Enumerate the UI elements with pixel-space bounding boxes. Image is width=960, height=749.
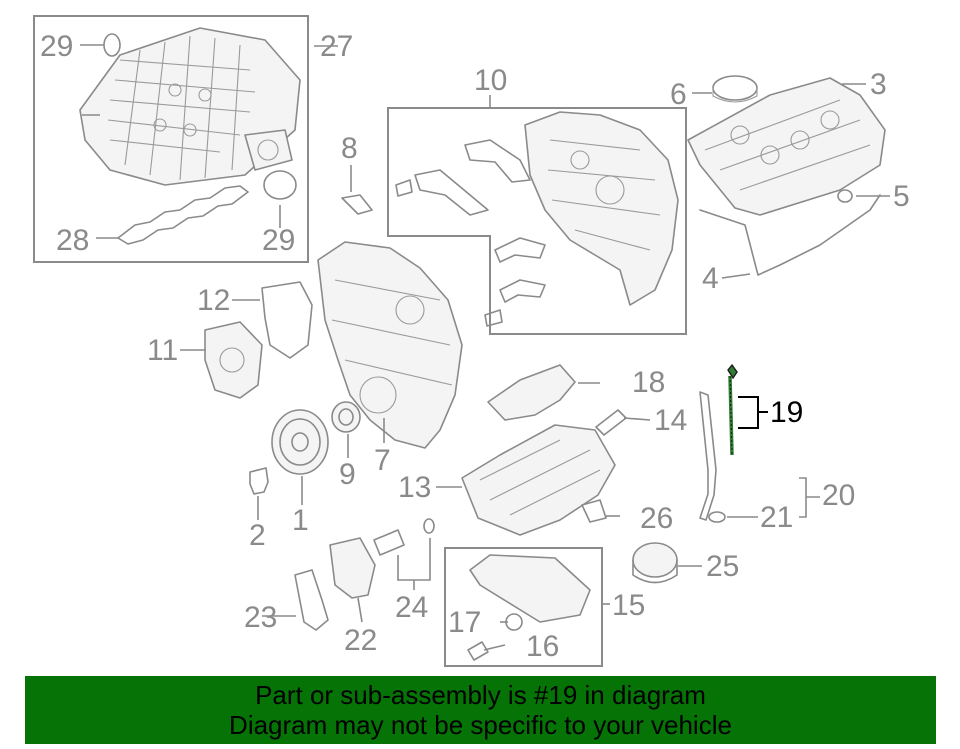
dipstick-guide [699, 391, 717, 521]
group-box-timing [387, 107, 687, 335]
callout-5: 5 [893, 180, 910, 213]
crankshaft-pulley [271, 409, 329, 475]
callout-29-top: 29 [40, 30, 73, 63]
callout-1: 1 [292, 504, 309, 537]
callout-23: 23 [244, 601, 277, 634]
callout-labels: 1 2 3 4 5 6 7 8 9 10 11 12 13 14 15 16 1… [40, 30, 910, 663]
callout-13: 13 [398, 471, 431, 504]
callout-20: 20 [822, 479, 855, 512]
leader-19 [738, 396, 768, 429]
pulley-bolt [249, 467, 269, 495]
callout-2: 2 [249, 519, 266, 552]
callout-7: 7 [374, 444, 391, 477]
oil-filter [632, 542, 678, 584]
oil-level-dipstick [727, 363, 738, 456]
callout-4: 4 [702, 262, 719, 295]
callout-27: 27 [320, 30, 353, 63]
callout-15: 15 [612, 589, 645, 622]
group-box-intake-manifold [33, 15, 309, 263]
dipstick-o-ring [708, 511, 726, 523]
callout-17: 17 [448, 606, 481, 639]
drain-plug [467, 641, 489, 661]
callout-12: 12 [197, 284, 230, 317]
front-cover [317, 241, 463, 449]
chain-guides [414, 139, 546, 303]
valve-cover-gasket [699, 194, 881, 276]
valve-cover [687, 77, 886, 216]
timing-chain-case [524, 111, 679, 306]
callout-28: 28 [56, 224, 89, 257]
callout-19: 19 [770, 396, 803, 429]
callout-10: 10 [474, 64, 507, 97]
callout-11: 11 [147, 334, 178, 367]
oil-filler-cap [712, 75, 758, 101]
drain-plug-washer [505, 613, 523, 631]
front-seal [331, 401, 361, 433]
sensor-8 [341, 194, 373, 215]
oil-pressure-switch [581, 499, 607, 523]
callout-29-bottom: 29 [262, 224, 295, 257]
timing-bolt-bottom [484, 309, 503, 327]
banner-line-2: Diagram may not be specific to your vehi… [229, 710, 732, 740]
callout-26: 26 [640, 502, 673, 535]
washer-24 [423, 518, 435, 534]
callout-18: 18 [632, 366, 665, 399]
callout-16: 16 [526, 630, 559, 663]
timing-bolt-top [395, 179, 413, 197]
o-ring-29-bottom [263, 170, 297, 200]
oil-baffle [487, 364, 576, 421]
leader-lines [80, 44, 890, 651]
callout-25: 25 [706, 550, 739, 583]
o-ring-29-top [103, 33, 121, 57]
intake-manifold [79, 27, 301, 186]
water-pump [204, 321, 263, 399]
sensor-14 [595, 409, 627, 436]
spark-plug-seal [837, 189, 853, 203]
callout-22: 22 [344, 624, 377, 657]
oil-strainer [294, 569, 329, 631]
oil-pump [329, 537, 376, 599]
banner-line-1: Part or sub-assembly is #19 in diagram [255, 680, 706, 710]
lower-oil-pan [469, 554, 591, 623]
callout-21: 21 [760, 501, 793, 534]
callout-24: 24 [395, 591, 428, 624]
callout-14: 14 [654, 404, 687, 437]
info-banner: Part or sub-assembly is #19 in diagram D… [25, 676, 936, 744]
callout-8: 8 [341, 132, 358, 165]
oil-cooler-bolt [373, 529, 405, 556]
callout-6: 6 [670, 78, 687, 111]
oil-pan-upper [461, 424, 616, 536]
callout-3: 3 [870, 68, 887, 101]
group-box-lower-pan [444, 547, 603, 667]
water-pump-gasket [261, 281, 313, 359]
callout-9: 9 [339, 458, 356, 491]
manifold-gasket [117, 185, 249, 245]
